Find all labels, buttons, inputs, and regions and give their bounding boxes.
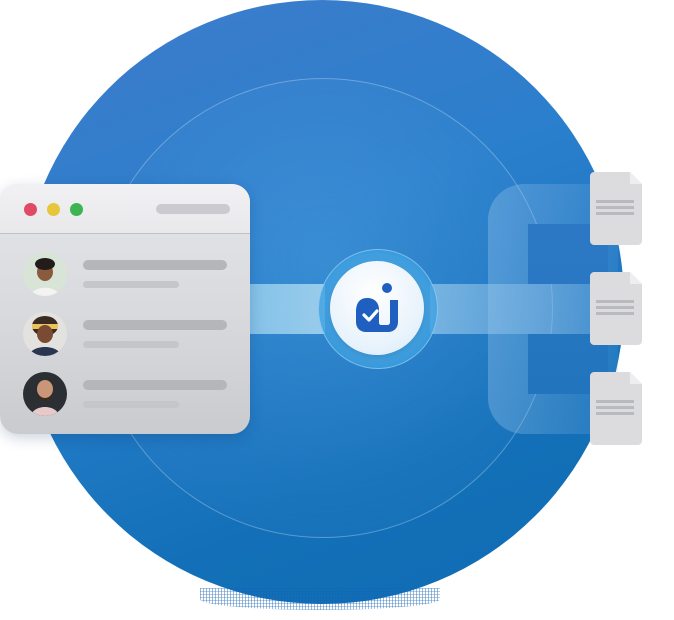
checkmark-shield-logo-icon bbox=[356, 283, 398, 332]
list-item bbox=[0, 368, 250, 418]
minimize-dot-icon bbox=[47, 203, 60, 216]
maximize-dot-icon bbox=[70, 203, 83, 216]
text-placeholder bbox=[83, 320, 227, 330]
app-window bbox=[0, 184, 250, 434]
window-titlebar bbox=[0, 184, 250, 234]
subtext-placeholder bbox=[83, 401, 179, 408]
list-item bbox=[0, 248, 250, 298]
connector-right bbox=[430, 284, 605, 334]
person-avatar-icon bbox=[23, 312, 67, 356]
document-icon bbox=[590, 272, 642, 345]
grain-texture bbox=[200, 588, 440, 610]
connector-left bbox=[245, 284, 325, 334]
close-dot-icon bbox=[24, 203, 37, 216]
person-avatar-icon bbox=[23, 252, 67, 296]
subtext-placeholder bbox=[83, 281, 179, 288]
person-avatar-icon bbox=[23, 372, 67, 416]
document-icon bbox=[590, 172, 642, 245]
list-item bbox=[0, 308, 250, 358]
document-icon bbox=[590, 372, 642, 445]
text-placeholder bbox=[83, 260, 227, 270]
title-placeholder bbox=[156, 204, 230, 214]
subtext-placeholder bbox=[83, 341, 179, 348]
text-placeholder bbox=[83, 380, 227, 390]
